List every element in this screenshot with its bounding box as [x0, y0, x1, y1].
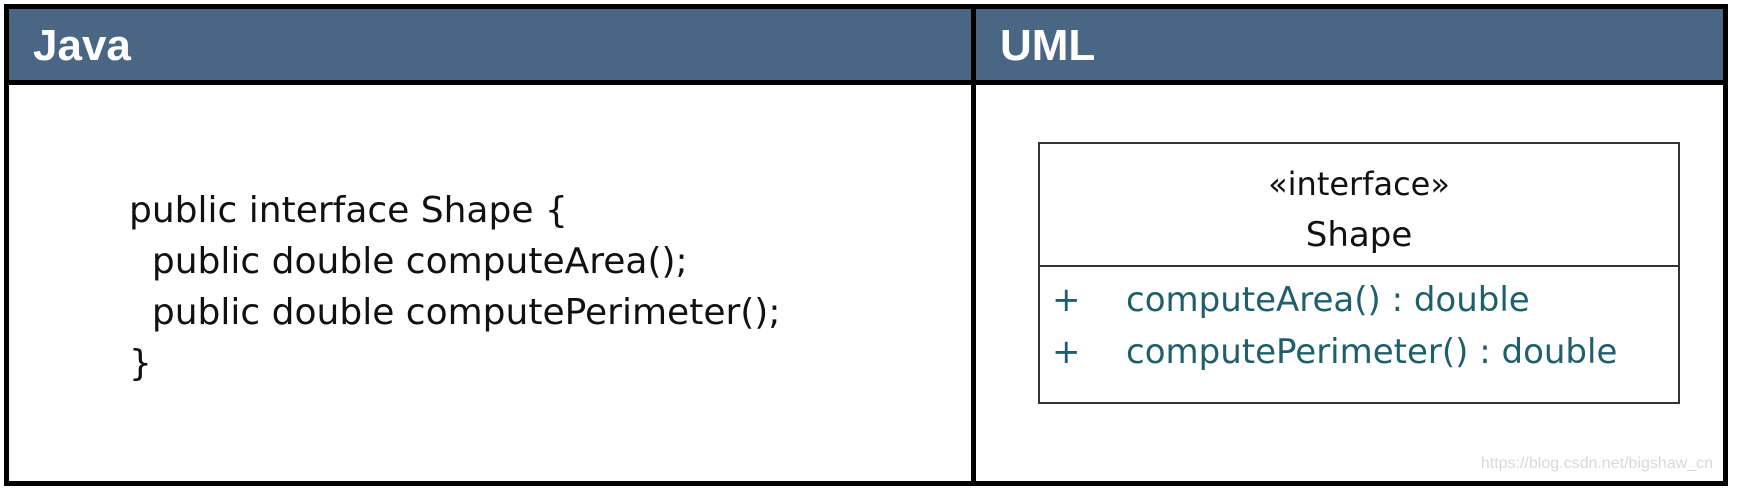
operation-signature: computeArea() : double: [1126, 280, 1530, 320]
uml-header: UML: [976, 9, 1723, 85]
operation-visibility: +: [1052, 280, 1081, 320]
uml-operation: + computeArea() : double: [1040, 272, 1678, 324]
operation-signature: computePerimeter() : double: [1126, 332, 1618, 372]
uml-operations-compartment: + computeArea() : double + computePerime…: [1040, 272, 1678, 376]
java-code-block: public interface Shape { public double c…: [129, 185, 780, 389]
uml-class-name: Shape: [1305, 215, 1413, 255]
uml-interface-box: «interface» Shape + computeArea() : doub…: [1038, 142, 1680, 404]
uml-column: UML «interface» Shape + computeArea() : …: [976, 9, 1723, 481]
uml-name-compartment: «interface» Shape: [1040, 144, 1678, 267]
uml-stereotype: «interface»: [1268, 165, 1450, 203]
code-line: public interface Shape {: [129, 190, 568, 231]
code-line: public double computeArea();: [129, 241, 688, 282]
column-divider: [971, 9, 976, 481]
comparison-table: Java public interface Shape { public dou…: [4, 4, 1728, 486]
watermark: https://blog.csdn.net/bigshaw_cn: [1480, 455, 1713, 472]
uml-header-label: UML: [1000, 21, 1096, 70]
java-column: Java public interface Shape { public dou…: [9, 9, 971, 481]
code-line: }: [129, 343, 152, 384]
operation-visibility: +: [1052, 332, 1081, 372]
java-header-label: Java: [33, 21, 131, 70]
code-line: public double computePerimeter();: [129, 292, 781, 333]
java-header: Java: [9, 9, 971, 85]
uml-operation: + computePerimeter() : double: [1040, 324, 1678, 376]
